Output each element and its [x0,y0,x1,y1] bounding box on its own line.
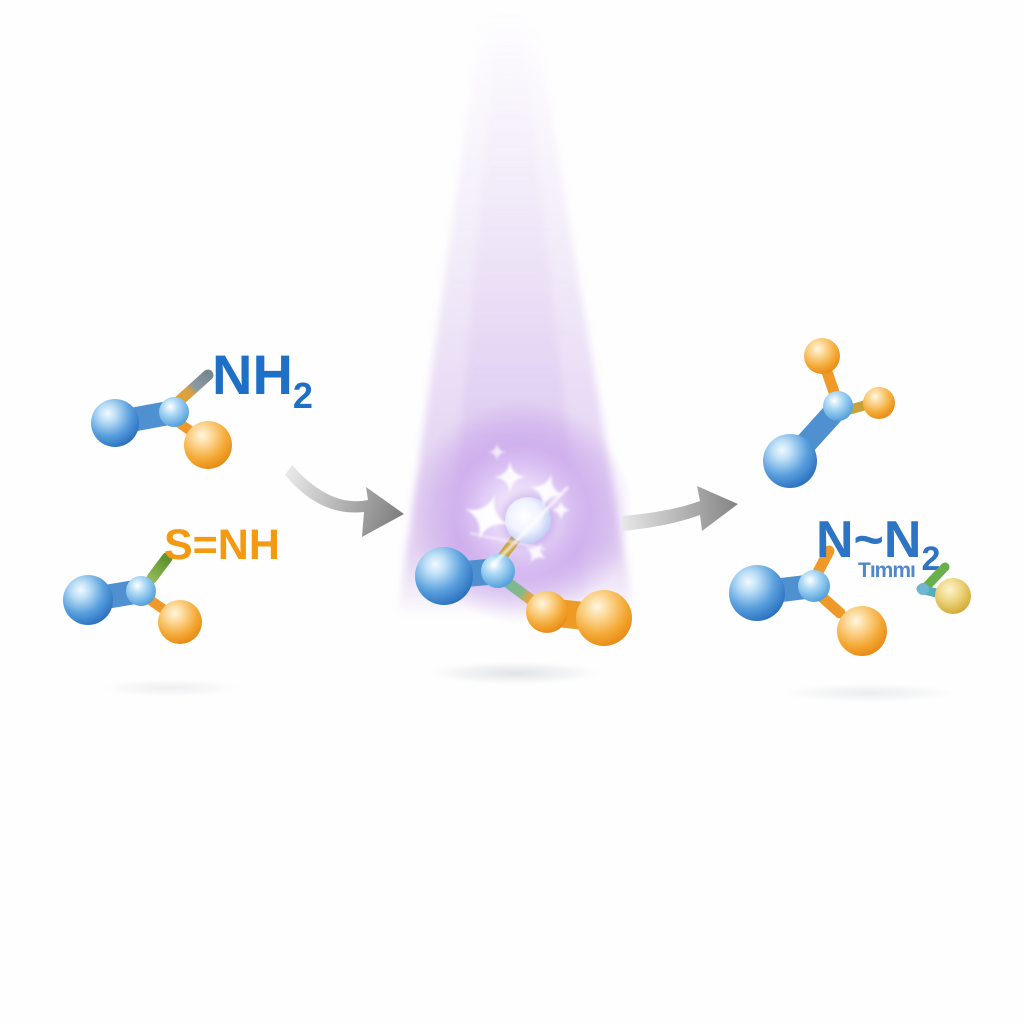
bond-green [920,562,950,593]
artifact-text: Tımmı [858,559,915,582]
shadow-right [772,682,968,704]
label-s-nh: S=NH [164,521,280,569]
sparkle-ray [469,531,546,551]
bond-orange-up [812,545,835,578]
orange-atom [184,421,232,469]
orange-atom-top [804,338,840,374]
byproduct-fragment [916,562,971,614]
teal-joint [917,583,929,595]
label-nh2: NH2 [212,343,313,416]
product-molecule-bottom: N~N2 Tımmı [729,511,940,656]
ground-shadows [92,660,968,704]
curved-right-arrow-icon [285,465,404,537]
right-arrow-icon [621,486,738,531]
blue-atom-small [159,397,189,427]
orange-atom [837,606,887,656]
blue-atom-large [63,575,113,625]
orange-atom [158,600,202,644]
label-n-n2: N~N2 [816,511,940,578]
blue-atom-small [798,570,830,602]
bond-orange [821,366,840,398]
orange-atom-right [863,387,895,419]
orange-atom-small [526,591,568,633]
excited-atom [505,497,551,543]
orange-atom-large [576,590,632,646]
blue-atom-large [415,547,473,605]
sparkle-ray [490,485,570,568]
reactant-molecule-amine: NH2 [91,343,313,469]
bond-orange-down [816,591,846,619]
gold-atom [935,578,971,614]
shadow-center [417,660,613,686]
photoexcited-molecule [415,493,632,646]
bond-green [146,552,173,584]
sparkle-stars [456,443,571,570]
blue-atom-small [481,554,515,588]
blue-atom-large [763,434,817,488]
reactant-molecule-sulfilimine: S=NH [63,521,280,644]
shadow-left [92,678,248,698]
blue-atom-small [126,576,156,606]
blue-atom-large [91,399,139,447]
product-molecule-top [763,338,895,488]
blue-atom-small [823,391,853,421]
bond-slate [172,369,214,408]
blue-atom-large [729,565,785,621]
